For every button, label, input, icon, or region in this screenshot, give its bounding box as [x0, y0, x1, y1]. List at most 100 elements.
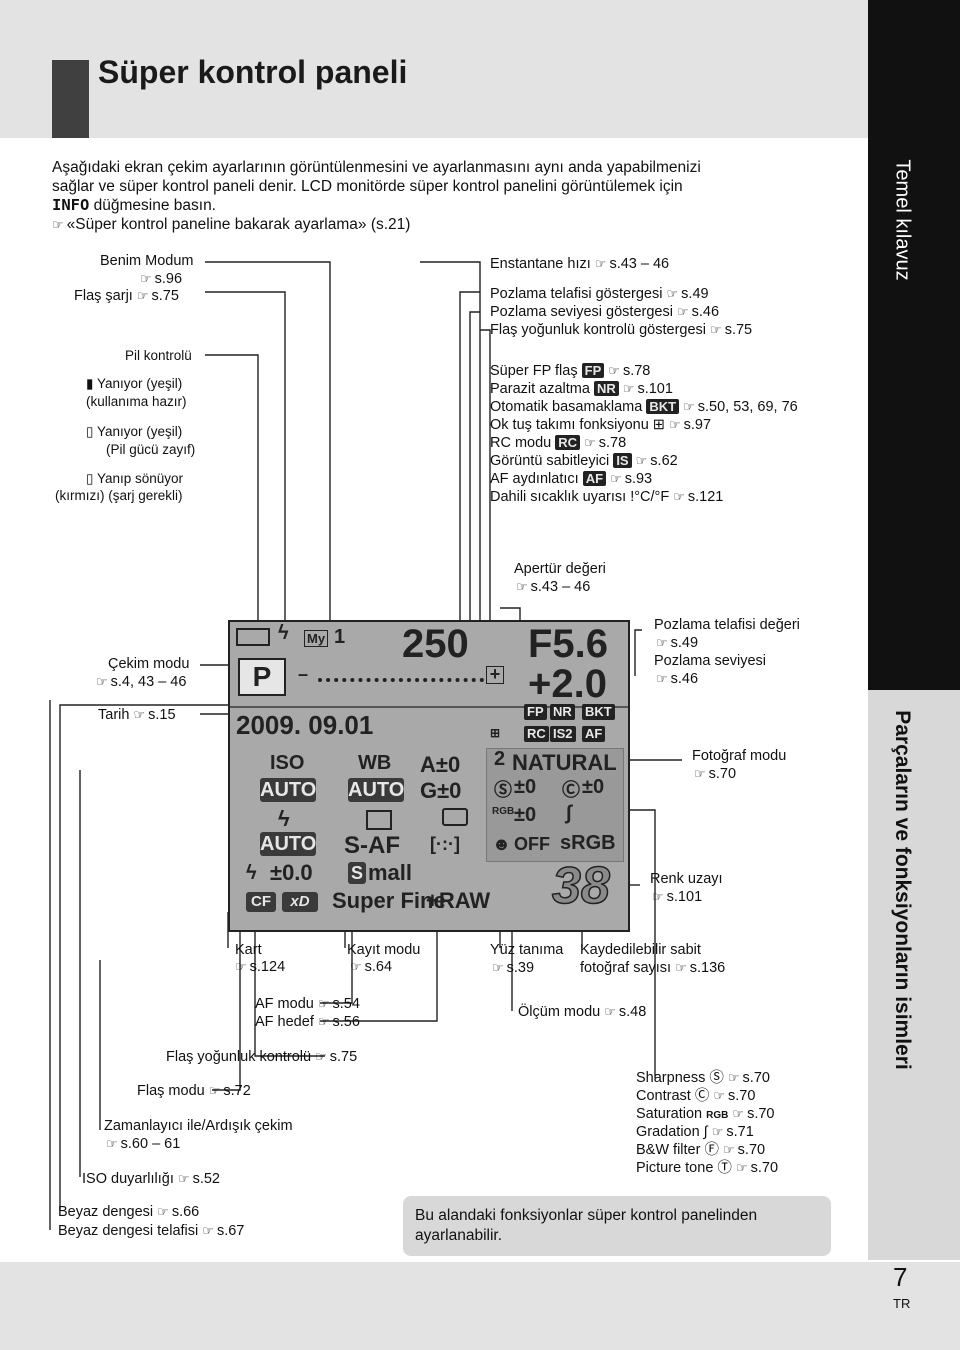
shooting-mode[interactable]: P [238, 658, 286, 696]
arrow-pad-icon: ⊞ [652, 417, 665, 433]
iso-label: ISO [270, 752, 305, 774]
pointer-icon: ☞ [735, 1161, 748, 1176]
battery-icon [236, 628, 270, 646]
pointer-icon: ☞ [723, 1143, 735, 1158]
label-pil-1b: (kullanıma hazır) [86, 394, 187, 409]
image-size[interactable]: mall [368, 860, 413, 885]
sharpness-icon: Ⓢ [494, 780, 512, 800]
super-fp-icon: FP [524, 704, 547, 720]
raw-indicator: +RAW [426, 888, 491, 913]
label-dahili: Dahili sıcaklık uyarısı !°C/°F ☞s.121 [490, 489, 724, 505]
pointer-icon: ☞ [656, 636, 668, 651]
card-xd-icon: xD [282, 892, 318, 912]
pointer-icon: ☞ [622, 382, 635, 397]
color-space[interactable]: sRGB [560, 832, 616, 854]
label-benim-modum: Benim Modum [100, 253, 194, 269]
flash-mode-value[interactable]: AUTO [260, 832, 317, 856]
date: 2009. 09.01 [236, 710, 374, 740]
picture-mode-number: 2 [494, 748, 506, 770]
label-bw: B&W filter Ⓕ ☞s.70 [636, 1142, 766, 1158]
wb-value[interactable]: AUTO [348, 778, 405, 802]
pointer-icon: ☞ [610, 472, 622, 487]
arrow-pad-icon: ⊞ [490, 726, 501, 740]
contrast-value[interactable]: ±0 [582, 776, 605, 798]
label-enstantane: Enstantane hızı ☞s.43 – 46 [490, 256, 670, 272]
panel-divider [230, 706, 628, 708]
drive-mode-icon[interactable] [366, 810, 392, 830]
bw-filter-icon: Ⓕ [704, 1142, 719, 1158]
exposure-plus: + [486, 665, 504, 684]
card-cf-icon: CF [246, 892, 276, 912]
flash-charge-icon: ϟ [278, 622, 289, 644]
ref-kayit-modu: ☞s.64 [350, 959, 393, 975]
pointer-icon: ☞ [202, 1224, 214, 1239]
picture-mode[interactable]: NATURAL [512, 750, 617, 775]
picture-tone-icon: Ⓣ [717, 1160, 732, 1176]
saturation-value[interactable]: ±0 [514, 804, 537, 826]
flash-comp-icon: ϟ [246, 862, 257, 884]
pointer-icon: ☞ [516, 580, 528, 595]
ref-zamanlayici: ☞s.60 – 61 [106, 1136, 181, 1152]
rc-icon: RC [555, 435, 581, 450]
pointer-icon: ☞ [727, 1071, 740, 1086]
footer-corner [868, 1262, 960, 1350]
gradation-icon: ∫ [703, 1124, 708, 1140]
label-pil-1: ▮ Yanıyor (yeşil) [86, 376, 183, 391]
pointer-icon: ☞ [133, 708, 146, 723]
bkt-icon: BKT [646, 399, 680, 414]
label-olcum: Ölçüm modu ☞s.48 [518, 1004, 647, 1020]
label-rc: RC modu RC ☞s.78 [490, 435, 627, 451]
gradation-icon[interactable]: ∫ [566, 802, 572, 824]
saturation-icon: RGB [492, 806, 515, 817]
picture-mode-box [486, 748, 624, 862]
af-illuminator-icon: AF [582, 471, 607, 486]
image-size-icon: S [348, 862, 366, 884]
ref-renk: ☞s.101 [652, 889, 703, 905]
ref-poz-tel-deg: ☞s.49 [656, 635, 699, 651]
record-quality[interactable]: Super Fine [332, 888, 446, 913]
label-kart: Kart [235, 942, 262, 958]
wb-a-comp[interactable]: A±0 [420, 752, 461, 777]
super-control-panel: ϟ My 1 250 F5.6 P – + +2.0 2009. 09.01 F… [228, 620, 630, 932]
contrast-icon: Ⓒ [694, 1088, 710, 1104]
label-otomatik: Otomatik basamaklama BKT ☞s.50, 53, 69, … [490, 399, 798, 415]
saturation-icon: RGB [706, 1110, 729, 1121]
label-kaydedilebilir: Kaydedilebilir sabit [580, 942, 701, 958]
flash-comp-value[interactable]: ±0.0 [270, 860, 313, 885]
pointer-icon: ☞ [492, 961, 504, 976]
label-pozlama-sev-g: Pozlama seviyesi göstergesi ☞s.46 [490, 304, 720, 320]
af-mode[interactable]: S-AF [344, 832, 400, 859]
pointer-icon: ☞ [136, 289, 149, 304]
iso-value[interactable]: AUTO [260, 778, 317, 802]
label-contrast: Contrast Ⓒ ☞s.70 [636, 1088, 756, 1104]
label-parazit: Parazit azaltma NR ☞s.101 [490, 381, 673, 397]
exposure-scale [318, 678, 484, 682]
label-flas-yog-g: Flaş yoğunluk kontrolü göstergesi ☞s.75 [490, 322, 753, 338]
face-detect-value[interactable]: OFF [514, 834, 550, 854]
label-picture-tone: Picture tone Ⓣ ☞s.70 [636, 1160, 779, 1176]
exposure-minus: – [298, 664, 309, 684]
label-pil-3b: (kırmızı) (şarj gerekli) [55, 488, 183, 503]
wb-label: WB [358, 752, 392, 774]
label-af-hedef: AF hedef ☞s.56 [255, 1014, 360, 1030]
af-target-icon[interactable]: [·:·] [430, 834, 460, 854]
rc-mode-icon: RC [524, 726, 549, 742]
wb-g-comp[interactable]: G±0 [420, 778, 462, 803]
af-illuminator-icon: AF [582, 726, 606, 742]
pointer-icon: ☞ [350, 960, 362, 975]
metering-icon[interactable] [442, 808, 468, 826]
sidebar-chapter-band [868, 690, 960, 1260]
pointer-icon: ☞ [656, 672, 668, 687]
exposure-comp-value: +2.0 [528, 662, 607, 706]
pointer-icon: ☞ [235, 960, 247, 975]
pointer-icon: ☞ [635, 454, 648, 469]
pointer-icon: ☞ [604, 1005, 616, 1020]
intro-text: Aşağıdaki ekran çekim ayarlarının görünt… [52, 159, 701, 233]
footer-band [0, 1262, 868, 1350]
face-detect-icon: ☻ [492, 834, 511, 854]
label-goruntu: Görüntü sabitleyici IS ☞s.62 [490, 453, 678, 469]
my-mode-icon: My [304, 630, 329, 647]
sharpness-value[interactable]: ±0 [514, 776, 537, 798]
fp-icon: FP [581, 363, 605, 378]
label-flas-modu: Flaş modu ☞s.72 [137, 1083, 251, 1099]
